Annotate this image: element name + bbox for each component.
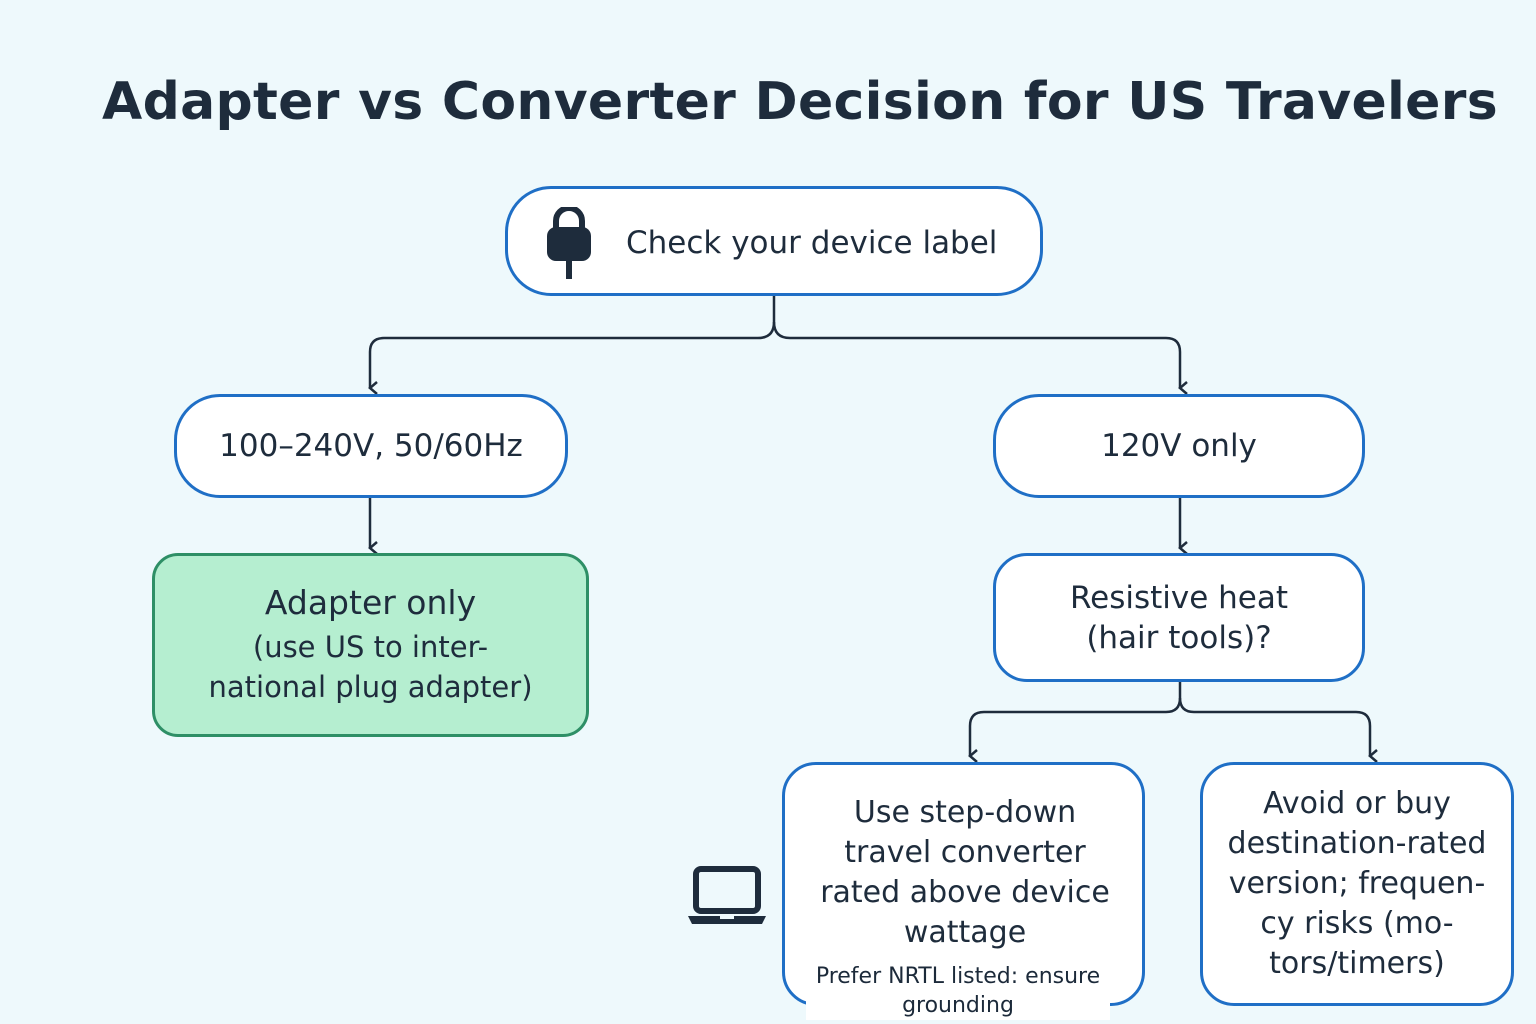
node-avoid-or-buy: Avoid or buy destination-rated version; … (1200, 762, 1514, 1006)
connector-heat-right (1178, 697, 1378, 763)
laptop-icon (686, 866, 768, 932)
node-check-device-label: Check your device label (505, 186, 1043, 296)
node-label: Use step-down travel converter rated abo… (820, 795, 1110, 950)
node-adapter-only: Adapter only (use US to inter- national … (152, 553, 589, 737)
node-label: Adapter only (264, 583, 477, 622)
connector-heat-left (968, 682, 1182, 763)
node-detail: (use US to inter- national plug adapter) (208, 630, 533, 704)
node-note: Prefer NRTL listed: ensure grounding (806, 962, 1110, 1020)
plug-icon (544, 205, 594, 287)
node-label: Avoid or buy destination-rated version; … (1227, 786, 1487, 981)
node-label: Resistive heat (hair tools)? (1069, 579, 1289, 656)
node-label: 120V only (1101, 428, 1257, 464)
diagram-title: Adapter vs Converter Decision for US Tra… (102, 72, 1498, 132)
connector-root-left (368, 296, 776, 395)
node-dual-voltage: 100–240V, 50/60Hz (174, 394, 568, 498)
node-120v-only: 120V only (993, 394, 1365, 498)
node-label: Check your device label (626, 225, 998, 261)
connector-root-right (772, 321, 1188, 395)
node-resistive-heat: Resistive heat (hair tools)? (993, 553, 1365, 682)
node-label: 100–240V, 50/60Hz (219, 428, 523, 464)
